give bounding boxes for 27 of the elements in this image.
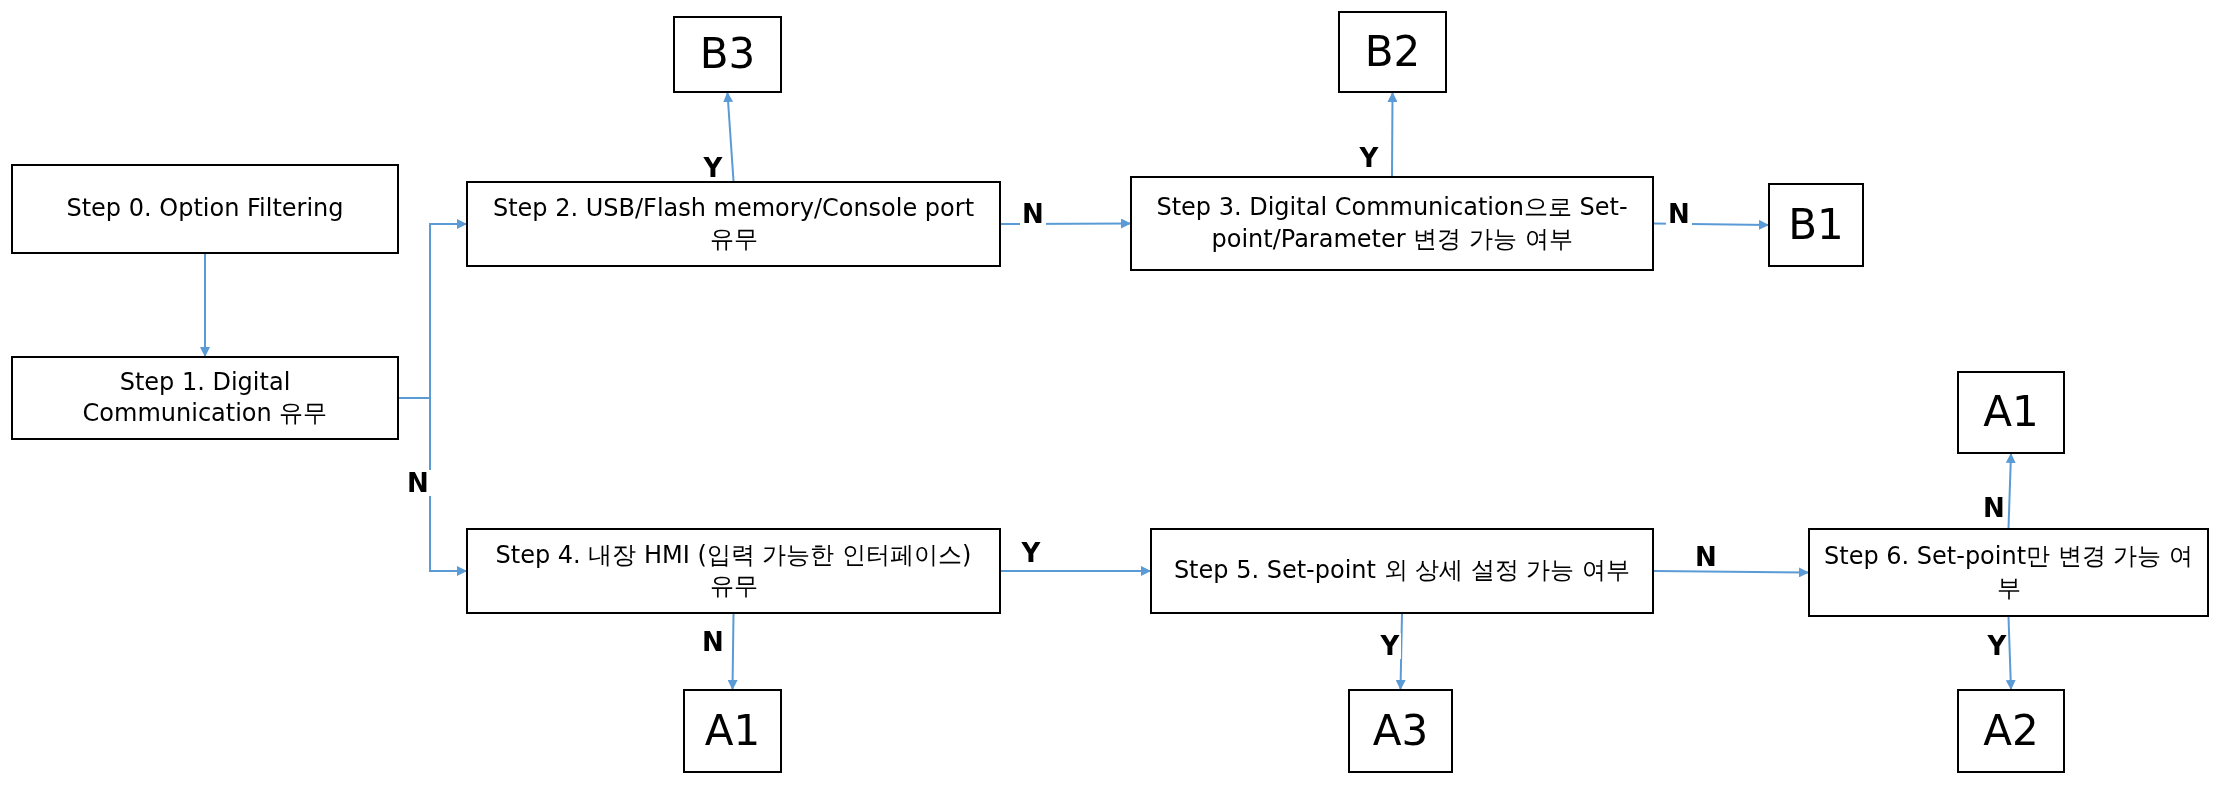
arrow: [1653, 567, 1809, 578]
arrow: [2005, 616, 2016, 690]
decision-box: Step 3. Digital Communication으로 Set-point/Parameter 변경 가능 여부: [1130, 176, 1654, 271]
decision-box: Step 4. 내장 HMI (입력 가능한 인터페이스) 유무: [466, 528, 1001, 614]
outcome-box: B1: [1768, 183, 1864, 267]
outcome-box: B3: [673, 16, 782, 93]
arrow: [723, 92, 735, 182]
edge-label: Y: [1378, 633, 1402, 659]
outcome-box: A2: [1957, 689, 2065, 773]
process-box: Step 0. Option Filtering: [11, 164, 399, 254]
decision-box: Step 2. USB/Flash memory/Console port 유무: [466, 181, 1001, 267]
arrow: [2005, 453, 2016, 529]
edge-label: N: [1666, 201, 1692, 227]
outcome-box: A1: [683, 689, 782, 773]
outcome-box: A3: [1348, 689, 1453, 773]
arrow: [1000, 566, 1151, 576]
arrow: [1387, 92, 1398, 177]
outcome-box: B2: [1338, 11, 1447, 93]
process-box: Step 1. Digital Communication 유무: [11, 356, 399, 440]
outcome-box: A1: [1957, 371, 2065, 454]
arrow: [727, 613, 738, 690]
arrow: [398, 397, 467, 576]
edge-label: N: [1020, 201, 1046, 227]
arrow: [200, 253, 210, 357]
arrow: [1395, 613, 1406, 690]
decision-box: Step 6. Set-point만 변경 가능 여부: [1808, 528, 2209, 617]
decision-box: Step 5. Set-point 외 상세 설정 가능 여부: [1150, 528, 1654, 614]
